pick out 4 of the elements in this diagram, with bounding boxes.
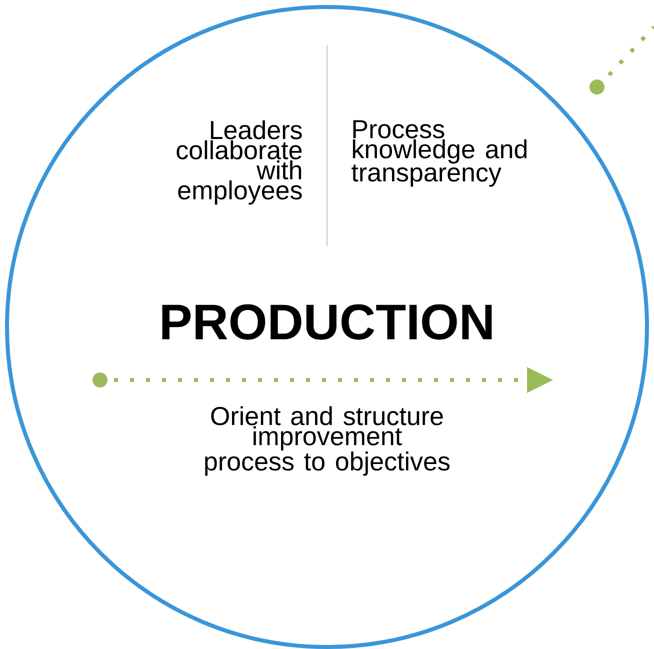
body-text: Orient and structure improvement process to objectives — [205, 406, 450, 476]
body-text: Process knowledge and transparency — [352, 120, 527, 187]
heading: PRODUCTION — [162, 304, 492, 340]
body-text: Leaders collaborate with employees — [176, 120, 302, 205]
